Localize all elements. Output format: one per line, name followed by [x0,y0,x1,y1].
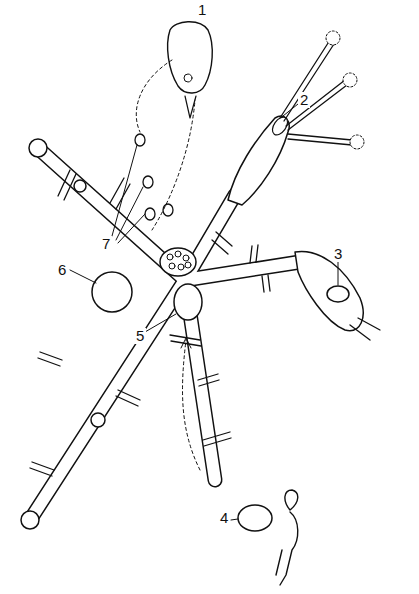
callout-number: 4 [218,510,230,526]
callout-number: 6 [56,262,68,278]
callout-number: 7 [100,236,112,252]
callout-number: 2 [298,92,310,108]
callout-number: 3 [332,246,344,262]
callout-number: 5 [134,328,146,344]
callout-number: 1 [196,2,208,18]
